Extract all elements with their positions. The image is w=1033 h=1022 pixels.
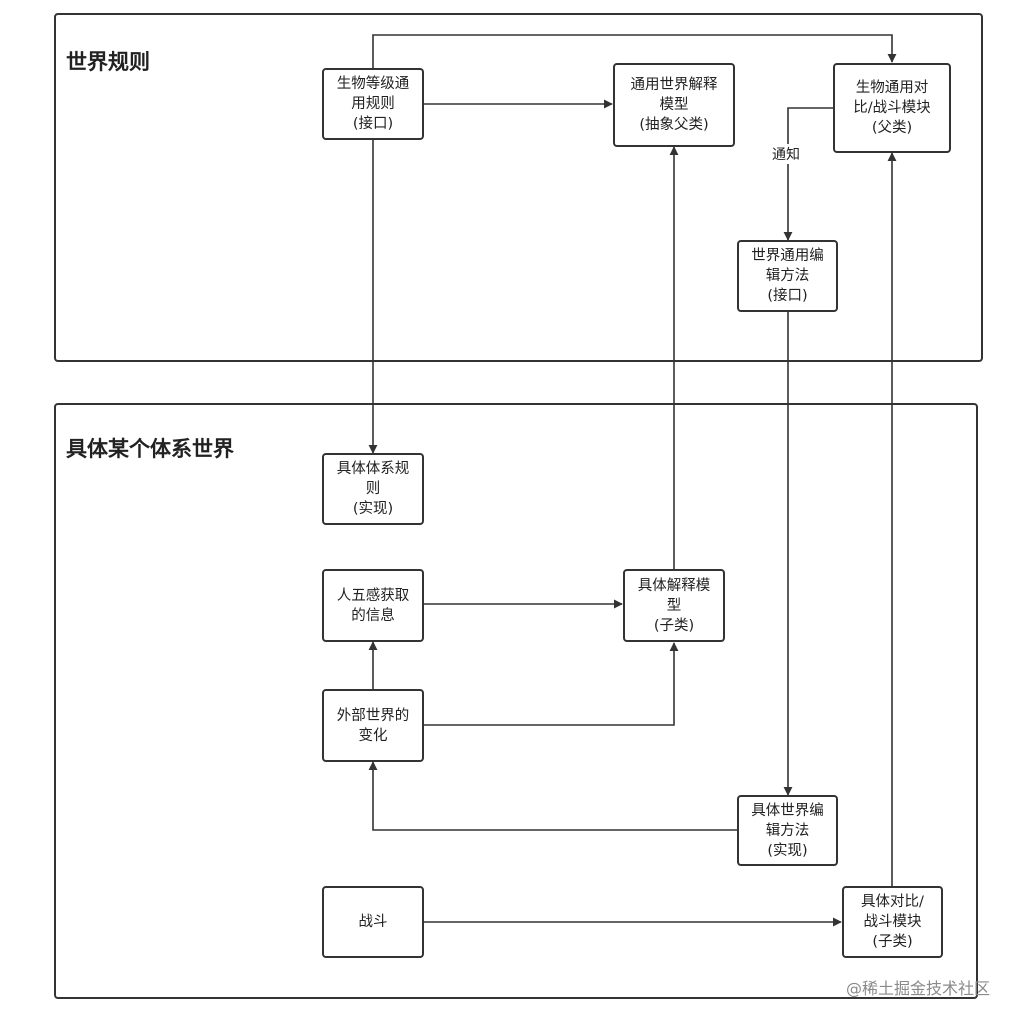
node-world-edit-method-label: 世界通用编 辑方法 (接口) bbox=[751, 248, 824, 304]
node-concrete-compare-module[interactable]: 具体对比/ 战斗模块 (子类) bbox=[842, 886, 943, 958]
node-concrete-edit-method[interactable]: 具体世界编 辑方法 (实现) bbox=[737, 795, 838, 866]
node-concrete-rule-label: 具体体系规 则 (实现) bbox=[336, 461, 410, 517]
region-world-rules-title: 世界规则 bbox=[66, 50, 150, 74]
region-concrete-world-title: 具体某个体系世界 bbox=[66, 437, 234, 461]
watermark: @稀土掘金技术社区 bbox=[846, 979, 991, 998]
node-world-edit-method[interactable]: 世界通用编 辑方法 (接口) bbox=[737, 240, 838, 312]
node-five-senses-label: 人五感获取 的信息 bbox=[336, 587, 410, 624]
node-battle[interactable]: 战斗 bbox=[322, 886, 424, 958]
node-concrete-interpret-model-label: 具体解释模 型 (子类) bbox=[637, 577, 711, 634]
region-world-rules bbox=[54, 13, 983, 362]
region-concrete-world bbox=[54, 403, 978, 999]
node-external-change-label: 外部世界的 变化 bbox=[336, 707, 410, 744]
node-battle-label: 战斗 bbox=[358, 914, 388, 930]
node-creature-level-rule-label: 生物等级通 用规则 (接口) bbox=[336, 76, 410, 132]
node-creature-compare-module-label: 生物通用对 比/战斗模块 (父类) bbox=[853, 80, 931, 136]
node-general-interpret-model[interactable]: 通用世界解释 模型 (抽象父类) bbox=[613, 63, 735, 147]
node-creature-compare-module[interactable]: 生物通用对 比/战斗模块 (父类) bbox=[833, 63, 951, 153]
node-creature-level-rule[interactable]: 生物等级通 用规则 (接口) bbox=[322, 68, 424, 140]
node-concrete-rule[interactable]: 具体体系规 则 (实现) bbox=[322, 453, 424, 525]
node-concrete-edit-method-label: 具体世界编 辑方法 (实现) bbox=[751, 802, 824, 859]
node-external-change[interactable]: 外部世界的 变化 bbox=[322, 689, 424, 762]
node-concrete-interpret-model[interactable]: 具体解释模 型 (子类) bbox=[623, 569, 725, 642]
node-general-interpret-model-label: 通用世界解释 模型 (抽象父类) bbox=[630, 77, 718, 133]
node-concrete-compare-module-label: 具体对比/ 战斗模块 (子类) bbox=[861, 894, 924, 950]
node-five-senses[interactable]: 人五感获取 的信息 bbox=[322, 569, 424, 642]
edge-label-notify: 通知 bbox=[770, 144, 802, 164]
